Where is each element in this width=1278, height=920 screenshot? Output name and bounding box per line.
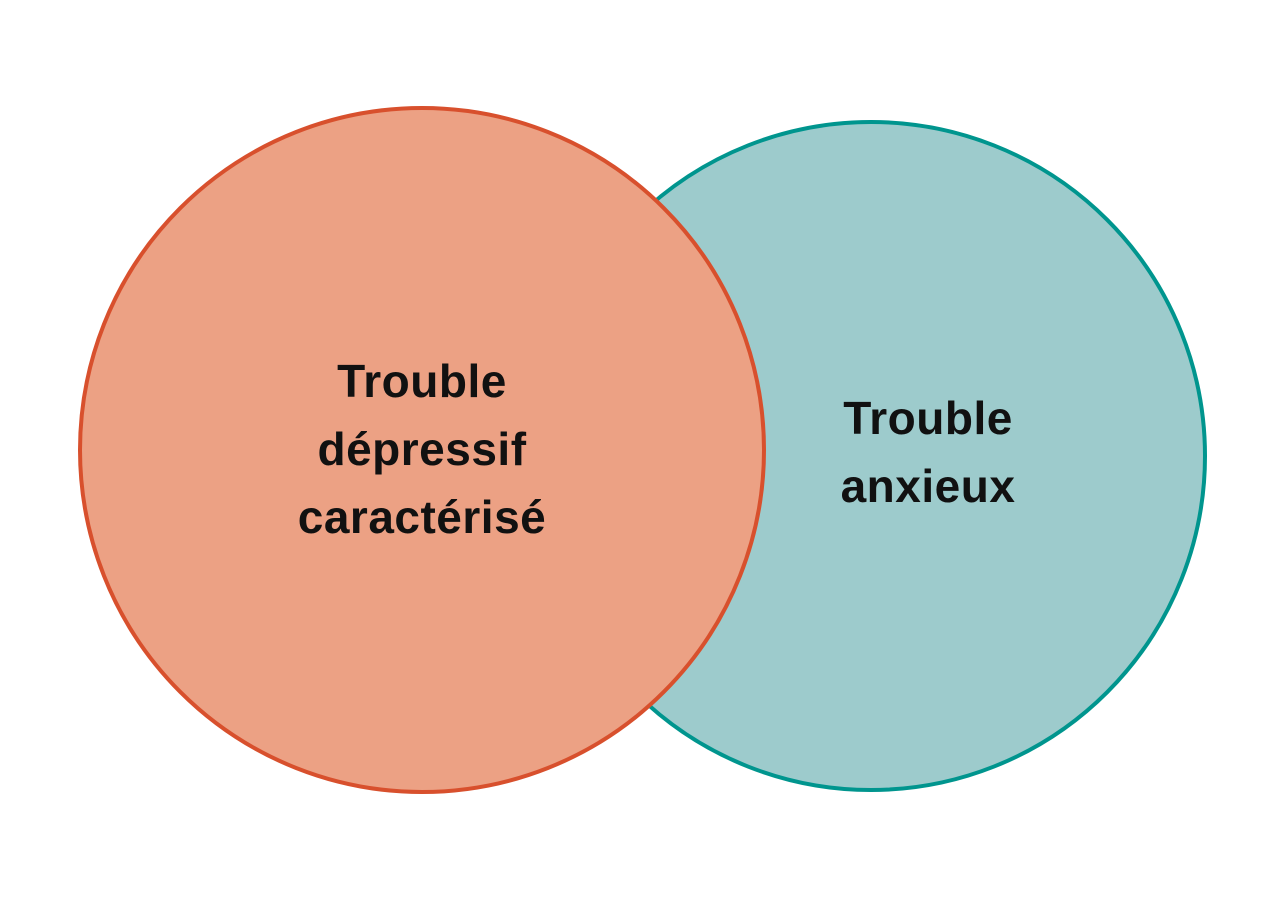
anxiety-label-line-2: anxieux bbox=[840, 460, 1016, 512]
depressive-disorder-circle bbox=[78, 106, 766, 794]
depressive-label-line-2: dépressif bbox=[317, 423, 527, 475]
depressive-label-line-3: caractérisé bbox=[297, 491, 547, 543]
anxiety-label-line-1: Trouble bbox=[843, 392, 1013, 444]
depressive-disorder-label: Trouble dépressif caractérisé bbox=[298, 347, 546, 551]
depressive-label-line-1: Trouble bbox=[337, 355, 507, 407]
anxiety-disorder-label: Trouble anxieux bbox=[841, 384, 1016, 520]
